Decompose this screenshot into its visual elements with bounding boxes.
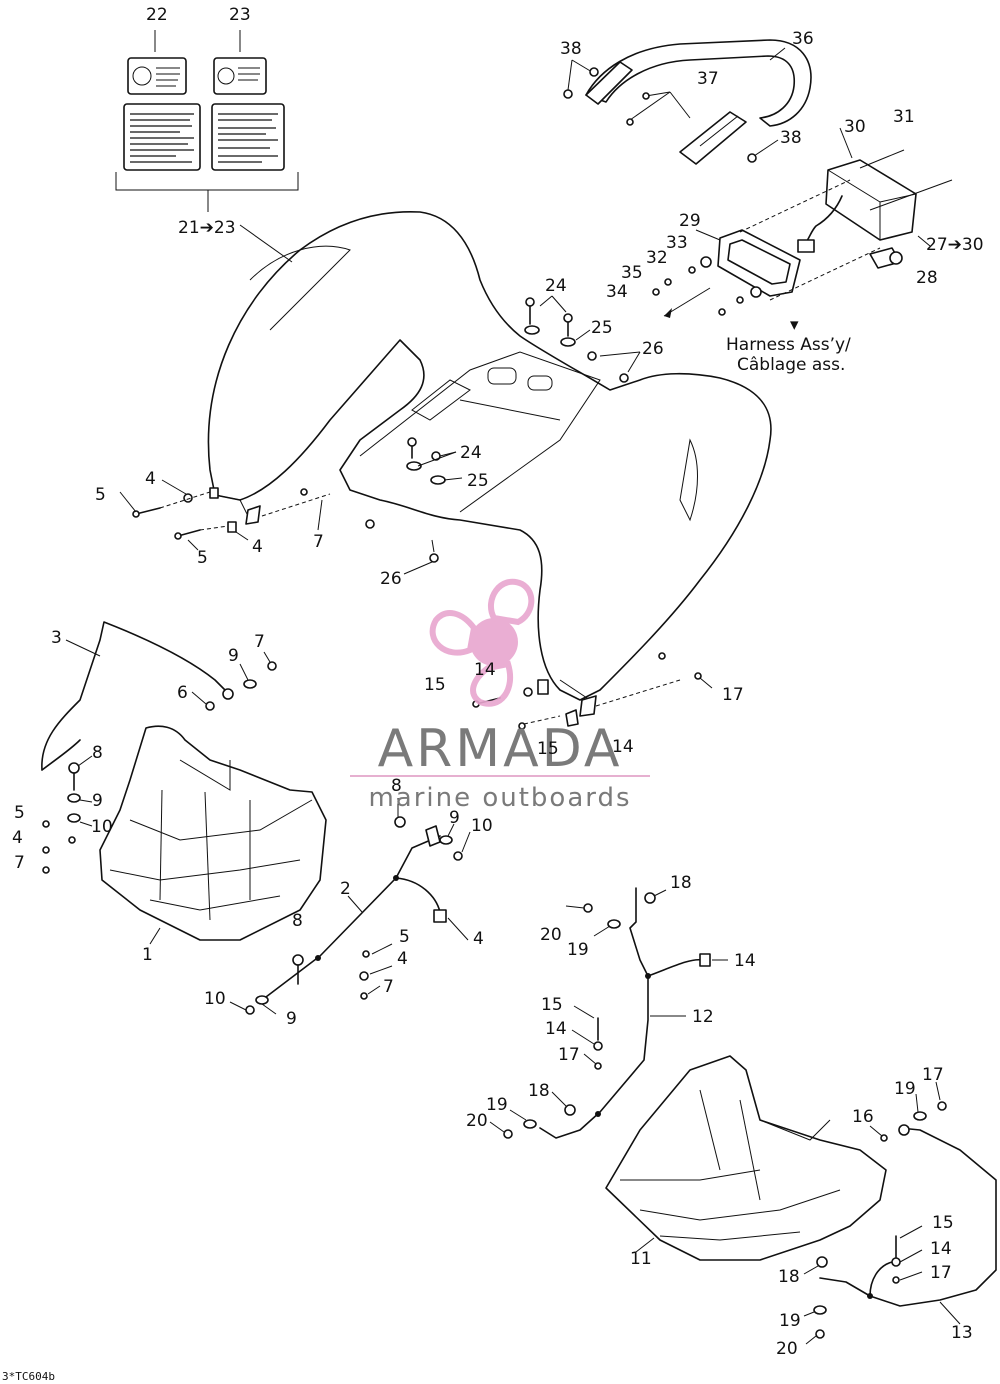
callout-18-top: 18 xyxy=(670,873,692,893)
callout-9-bracket: 9 xyxy=(228,646,239,666)
callout-17-side: 17 xyxy=(722,685,744,705)
callout-28: 28 xyxy=(916,268,938,288)
callout-19-bottom: 19 xyxy=(779,1311,801,1331)
callout-7-fender: 7 xyxy=(313,532,324,552)
callout-14-mid: 14 xyxy=(545,1019,567,1039)
callout-31: 31 xyxy=(893,107,915,127)
callout-14-side-a: 14 xyxy=(474,660,496,680)
callout-35: 35 xyxy=(621,263,643,283)
callout-37: 37 xyxy=(697,69,719,89)
drawing-code: 3*TC604b xyxy=(2,1370,55,1383)
front-fender xyxy=(41,621,327,945)
callout-9-low: 9 xyxy=(286,1009,297,1029)
callout-15-right: 15 xyxy=(932,1213,954,1233)
callout-24-mid: 24 xyxy=(460,443,482,463)
callout-27-30: 27➔30 xyxy=(926,235,984,255)
callout-14-top: 14 xyxy=(734,951,756,971)
callout-7-bracket: 7 xyxy=(254,632,265,652)
callout-5-low: 5 xyxy=(399,927,410,947)
callout-4-mid: 4 xyxy=(473,929,484,949)
callout-14-side-b: 14 xyxy=(612,737,634,757)
callout-15-side-b: 15 xyxy=(537,739,559,759)
callout-6: 6 xyxy=(177,683,188,703)
callout-16: 16 xyxy=(852,1107,874,1127)
callout-8-left: 8 xyxy=(92,743,103,763)
callout-5-fender-b: 5 xyxy=(197,548,208,568)
callout-7-left: 7 xyxy=(14,853,25,873)
callout-26-top: 26 xyxy=(642,339,664,359)
callout-36: 36 xyxy=(792,29,814,49)
decal-group xyxy=(115,30,299,212)
callout-15-side-a: 15 xyxy=(424,675,446,695)
callout-30: 30 xyxy=(844,117,866,137)
rear-support-bar-right xyxy=(803,1081,997,1345)
callout-25-top: 25 xyxy=(591,318,613,338)
callout-10-left: 10 xyxy=(91,817,113,837)
rear-lower-fender xyxy=(605,1055,887,1261)
callout-10-mid: 10 xyxy=(471,816,493,836)
callout-5-fender-a: 5 xyxy=(95,485,106,505)
callout-19-right: 19 xyxy=(894,1079,916,1099)
callout-34: 34 xyxy=(606,282,628,302)
callout-2: 2 xyxy=(340,879,351,899)
callout-12: 12 xyxy=(692,1007,714,1027)
watermark-tagline: marine outboards xyxy=(368,783,631,813)
rear-fender xyxy=(207,210,772,701)
callout-24-top: 24 xyxy=(545,276,567,296)
callout-labels: 22 23 21➔23 38 36 37 38 30 31 29 33 32 3… xyxy=(12,5,984,1359)
callout-32: 32 xyxy=(646,248,668,268)
callout-8-mid: 8 xyxy=(391,776,402,796)
callout-8-low: 8 xyxy=(292,911,303,931)
tail-light-assembly xyxy=(652,127,953,318)
callout-19-mid: 19 xyxy=(486,1095,508,1115)
callout-1: 1 xyxy=(142,945,153,965)
callout-20-top: 20 xyxy=(540,925,562,945)
callout-5-left: 5 xyxy=(14,803,25,823)
harness-note-marker: ▾ xyxy=(790,315,799,335)
callout-4-fender-b: 4 xyxy=(252,537,263,557)
callout-4-fender: 4 xyxy=(145,469,156,489)
callout-7-low: 7 xyxy=(383,977,394,997)
callout-19-top: 19 xyxy=(567,940,589,960)
front-support-bar xyxy=(229,798,471,1015)
callout-33: 33 xyxy=(666,233,688,253)
callout-9-left: 9 xyxy=(92,791,103,811)
callout-14-right: 14 xyxy=(930,1239,952,1259)
callout-38-right: 38 xyxy=(780,128,802,148)
callout-38-left: 38 xyxy=(560,39,582,59)
callout-3: 3 xyxy=(51,628,62,648)
callout-18-right: 18 xyxy=(778,1267,800,1287)
watermark-brand: ARMADA xyxy=(378,719,623,779)
callout-11: 11 xyxy=(630,1249,652,1269)
callout-17-right-top: 17 xyxy=(922,1065,944,1085)
callout-9-mid: 9 xyxy=(449,808,460,828)
callout-20-mid: 20 xyxy=(466,1111,488,1131)
rear-grab-bar xyxy=(563,39,812,165)
callout-17-mid: 17 xyxy=(558,1045,580,1065)
callout-4-left: 4 xyxy=(12,828,23,848)
callout-25-mid: 25 xyxy=(467,471,489,491)
callout-29: 29 xyxy=(679,211,701,231)
callout-23-top: 23 xyxy=(229,5,251,25)
callout-22: 22 xyxy=(146,5,168,25)
rear-support-bar-left xyxy=(489,887,728,1139)
callout-20-bottom: 20 xyxy=(776,1339,798,1359)
fender-hardware xyxy=(119,295,641,575)
callout-4-low: 4 xyxy=(397,949,408,969)
harness-note-english: Harness Ass’y/ xyxy=(726,335,851,355)
callout-10-low: 10 xyxy=(204,989,226,1009)
harness-note-french: Câblage ass. xyxy=(737,355,845,375)
callout-13: 13 xyxy=(951,1323,973,1343)
watermark-logo-icon xyxy=(429,578,535,707)
callout-26-mid: 26 xyxy=(380,569,402,589)
callout-17-right: 17 xyxy=(930,1263,952,1283)
callout-18-mid: 18 xyxy=(528,1081,550,1101)
callout-21-23: 21➔23 xyxy=(178,218,236,238)
callout-15-mid: 15 xyxy=(541,995,563,1015)
